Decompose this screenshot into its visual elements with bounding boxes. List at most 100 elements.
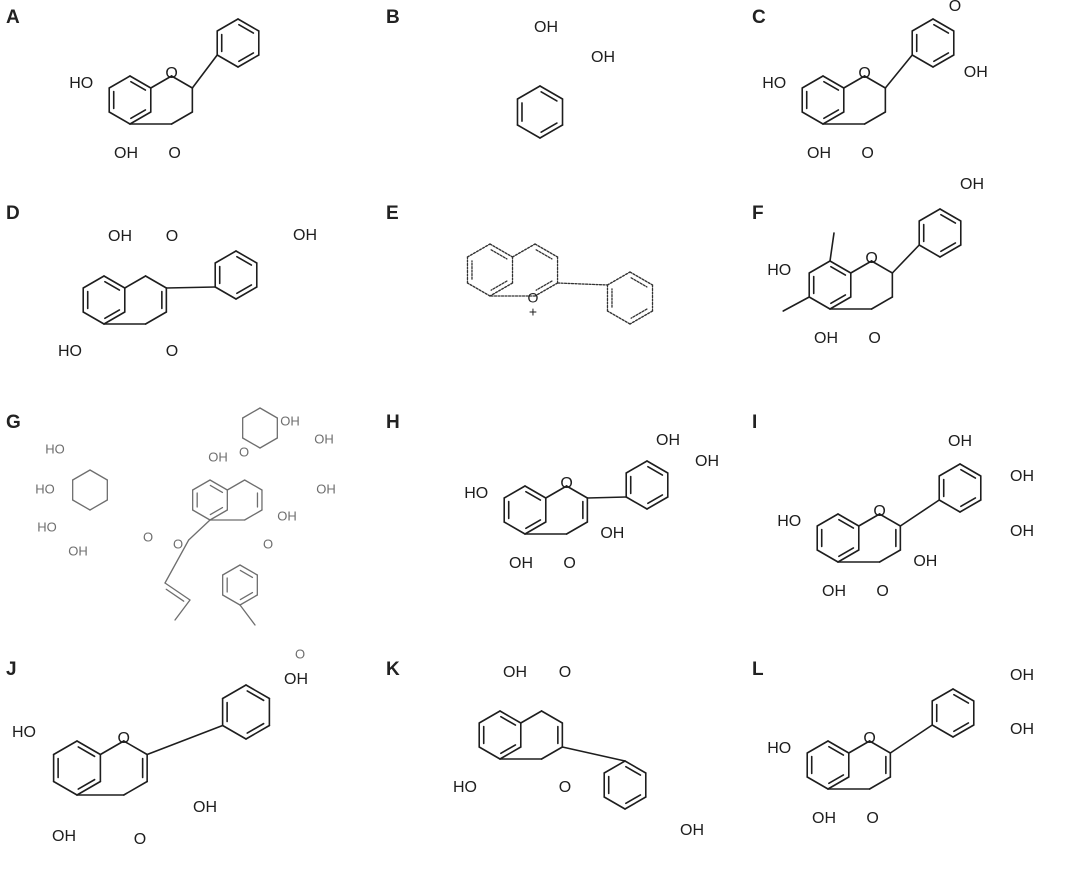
bond xyxy=(238,23,255,34)
bond xyxy=(72,469,91,481)
bond xyxy=(525,519,542,530)
atom-label: O xyxy=(861,145,873,162)
atom-label: OH xyxy=(193,799,217,816)
bond xyxy=(847,740,871,754)
bond xyxy=(540,91,558,102)
bond xyxy=(466,282,491,297)
atom-label: OH xyxy=(948,433,972,450)
bond xyxy=(561,746,626,762)
atom-label: O xyxy=(559,664,571,681)
atom-label: O xyxy=(263,536,273,551)
bond xyxy=(237,54,260,68)
bond xyxy=(52,740,78,756)
atom-label: OH xyxy=(68,543,88,558)
bond xyxy=(808,296,831,310)
atom-label: O xyxy=(166,228,178,245)
bond xyxy=(130,109,147,120)
bond xyxy=(108,75,131,89)
bond xyxy=(108,111,131,125)
bond xyxy=(122,780,148,796)
bond xyxy=(500,715,517,726)
bond xyxy=(565,521,589,535)
bond xyxy=(624,760,647,774)
bond xyxy=(899,499,941,527)
atom-label: O xyxy=(563,555,575,572)
bond xyxy=(144,275,168,289)
bond xyxy=(165,588,185,602)
bond xyxy=(524,521,547,535)
atom-label: HO xyxy=(35,481,55,496)
bond xyxy=(239,564,258,576)
bond xyxy=(868,776,892,790)
bond xyxy=(884,54,914,89)
bond xyxy=(939,244,962,258)
atom-label: OH xyxy=(1010,523,1034,540)
bond xyxy=(123,275,147,289)
atom-label: O xyxy=(118,730,130,747)
atom-label: HO xyxy=(37,519,57,534)
panel-label-k: K xyxy=(386,659,400,680)
bond xyxy=(816,513,839,527)
atom-label: OH xyxy=(964,64,988,81)
bond xyxy=(630,308,648,319)
bond xyxy=(940,213,957,224)
bond xyxy=(827,740,850,754)
bond xyxy=(236,284,253,295)
atom-label: HO xyxy=(464,485,488,502)
bond xyxy=(516,124,541,139)
bond xyxy=(170,111,194,125)
atom-label: O xyxy=(295,646,305,661)
atom-label: O xyxy=(949,0,961,15)
bond xyxy=(828,774,845,785)
bond xyxy=(931,688,954,702)
bond xyxy=(953,693,970,704)
bond xyxy=(606,271,631,286)
bond xyxy=(239,569,254,579)
bond xyxy=(226,479,246,491)
bond xyxy=(236,255,253,266)
bond xyxy=(931,724,954,738)
bond xyxy=(938,499,961,513)
bond xyxy=(828,745,845,756)
bond xyxy=(164,539,190,584)
atom-label: O xyxy=(863,730,875,747)
atom-label: O xyxy=(239,444,249,459)
bond xyxy=(534,282,559,297)
atom-label: OH xyxy=(316,481,336,496)
bond xyxy=(534,243,559,258)
bond xyxy=(878,549,902,563)
bond xyxy=(863,75,887,89)
bond xyxy=(191,54,219,89)
atom-label: HO xyxy=(777,513,801,530)
bond xyxy=(76,780,102,796)
atom-label: O xyxy=(134,831,146,848)
bond xyxy=(837,513,860,527)
bond xyxy=(222,564,241,576)
bond xyxy=(889,724,934,754)
bond xyxy=(103,275,126,289)
bond xyxy=(89,469,108,481)
atom-label: OH xyxy=(680,822,704,839)
bond xyxy=(239,594,258,606)
bond xyxy=(938,463,961,477)
bond xyxy=(259,407,278,419)
bond xyxy=(870,296,894,310)
bond xyxy=(801,75,824,89)
panel-label-l: L xyxy=(752,659,764,680)
bond xyxy=(129,111,152,125)
bond xyxy=(216,54,239,68)
bond xyxy=(192,479,211,491)
bond xyxy=(89,499,108,511)
bond xyxy=(540,746,564,760)
bond xyxy=(933,52,950,63)
bond xyxy=(939,208,962,222)
bond xyxy=(192,509,211,521)
bond xyxy=(478,710,501,724)
atom-label: HO xyxy=(762,75,786,92)
bond xyxy=(647,494,664,505)
